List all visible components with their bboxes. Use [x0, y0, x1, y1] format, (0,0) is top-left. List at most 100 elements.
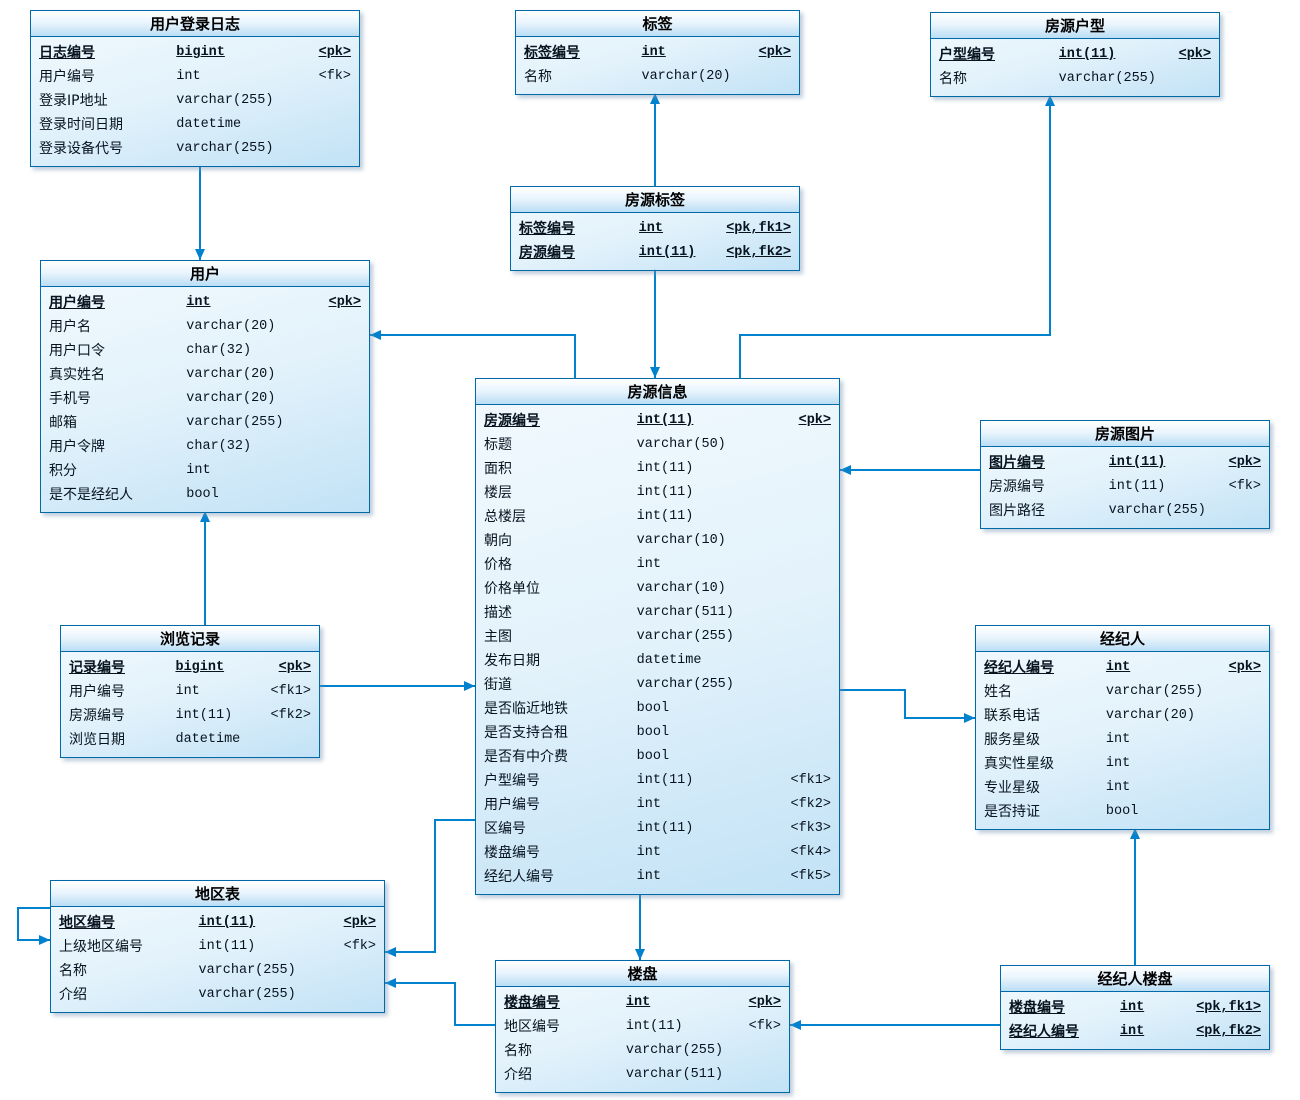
col-name: 房源编号: [989, 479, 1045, 495]
col-name: 日志编号: [39, 45, 95, 61]
col-type: int: [1105, 780, 1131, 795]
col-type: int(11): [636, 413, 694, 428]
col-type: int(11): [636, 461, 694, 476]
col-name: 地区编号: [59, 915, 115, 931]
rel-house-info-to-house-type[interactable]: [739, 95, 1055, 378]
col-name: 专业星级: [984, 780, 1040, 796]
col-name: 用户名: [49, 319, 91, 335]
col-key: <pk>: [798, 413, 831, 428]
rel-house-info-to-agent[interactable]: [840, 689, 975, 723]
col-name: 房源编号: [69, 708, 125, 724]
col-type: varchar(50): [636, 437, 726, 452]
col-name: 是否持证: [984, 804, 1040, 820]
col-name: 图片编号: [989, 455, 1045, 471]
rel-house-info-to-user[interactable]: [370, 330, 576, 378]
col-type: int: [176, 69, 201, 84]
col-key: <fk2>: [270, 708, 311, 723]
col-name: 主图: [484, 629, 512, 645]
rel-building-to-region[interactable]: [385, 978, 495, 1026]
col-type: varchar(20): [186, 367, 276, 382]
col-name: 标签编号: [524, 45, 580, 61]
col-type: int: [636, 845, 661, 860]
col-name: 是否临近地铁: [484, 701, 568, 717]
col-type: varchar(255): [625, 1043, 724, 1058]
col-type: int(11): [198, 915, 256, 930]
col-type: int: [1119, 1024, 1145, 1039]
col-name: 总楼层: [484, 509, 526, 525]
entity-title: 用户: [41, 261, 369, 287]
col-type: varchar(10): [636, 581, 726, 596]
col-name: 记录编号: [69, 660, 125, 676]
entity-title: 房源标签: [511, 187, 799, 213]
col-type: datetime: [175, 732, 241, 747]
col-type: varchar(255): [1105, 684, 1204, 699]
col-key: <fk1>: [790, 773, 831, 788]
col-type: int: [1105, 756, 1131, 771]
col-name: 名称: [939, 71, 967, 87]
rel-region-self[interactable]: [17, 907, 50, 945]
col-name: 登录设备代号: [39, 141, 123, 157]
col-type: int(11): [625, 1019, 683, 1034]
col-type: int(11): [636, 509, 694, 524]
column-row: 地区编号 int(11) <pk>: [59, 911, 376, 935]
col-key: <pk,fk1>: [726, 221, 791, 236]
col-name: 地区编号: [504, 1019, 560, 1035]
col-type: char(32): [186, 439, 252, 454]
col-name: 标题: [484, 437, 512, 453]
col-key: <pk,fk2>: [1196, 1024, 1261, 1039]
col-name: 楼层: [484, 485, 512, 501]
col-type: int: [636, 869, 661, 884]
col-type: bigint: [175, 660, 225, 675]
rel-house-info-to-region[interactable]: [385, 819, 475, 957]
col-key: <pk>: [318, 45, 351, 60]
col-name: 浏览日期: [69, 732, 125, 748]
col-type: varchar(255): [1058, 71, 1156, 86]
col-name: 用户编号: [484, 797, 540, 813]
col-name: 联系电话: [984, 708, 1040, 724]
col-key: <pk>: [343, 915, 376, 930]
entity-title: 楼盘: [496, 961, 789, 987]
